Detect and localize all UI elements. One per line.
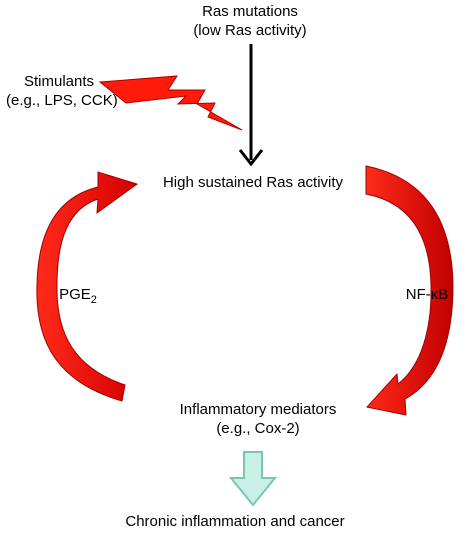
inflammatory-mediators-label: Inflammatory mediators (e.g., Cox-2) [138,400,378,438]
ras-mutations-label: Ras mutations (low Ras activity) [150,2,350,40]
nfkb-label: NF-κB [405,286,449,303]
ras-mutations-line1: Ras mutations [202,3,298,20]
stimulants-label: Stimulants (e.g., LPS, CCK) [6,72,146,110]
high-ras-activity-label: High sustained Ras activity [162,174,344,191]
right-cycle-arrow [365,165,454,416]
stimulants-line1: Stimulants [24,73,95,90]
left-cycle-arrow [36,171,139,402]
pge2-label: PGE2 [38,285,118,310]
inflammatory-line2: (e.g., Cox-2) [216,420,300,437]
ras-down-arrow-head [238,149,264,167]
outcome-down-arrow [228,451,278,507]
outcome-label: Chronic inflammation and cancer [125,513,345,530]
pge2-base: PGE [59,286,91,303]
lightning-bolt-icon [98,75,243,131]
ras-mutations-line2: (low Ras activity) [193,22,307,39]
inflammatory-line1: Inflammatory mediators [179,401,337,418]
stimulants-line2: (e.g., LPS, CCK) [6,92,118,109]
pge2-subscript: 2 [90,294,97,306]
